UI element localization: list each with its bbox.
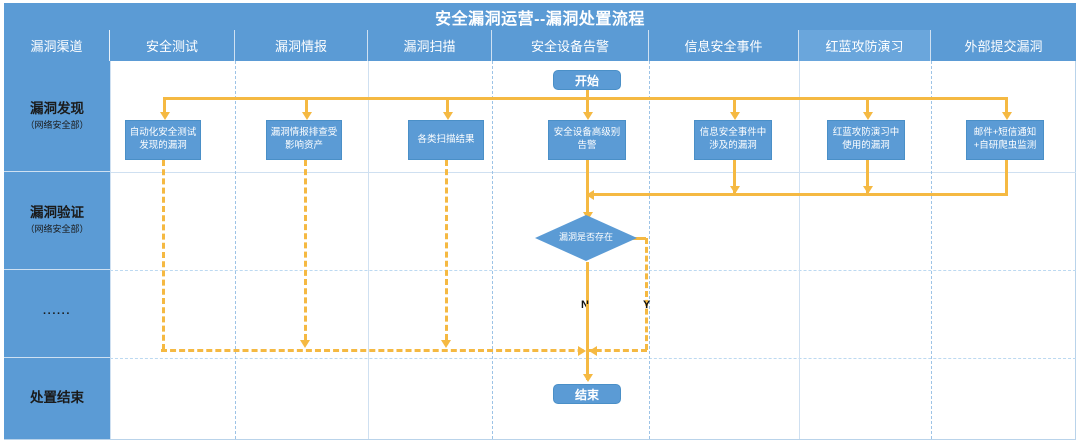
node-source-red-blue[interactable]: 红蓝攻防演习中使用的漏洞 [827, 120, 905, 160]
arrow-down-external-submit [1001, 112, 1012, 120]
column-separator-2 [368, 61, 369, 439]
lane-title: ······ [43, 307, 71, 320]
lane-separator-2 [110, 270, 1076, 271]
node-source-device-alert[interactable]: 安全设备高级别告警 [548, 120, 626, 160]
column-header-label: 漏洞渠道 [30, 39, 83, 54]
column-separator-0 [110, 61, 111, 439]
column-header-red-blue: 红蓝攻防演习 [799, 30, 931, 61]
connector-dashed-vuln-intel [303, 160, 307, 340]
connector-to-end [586, 304, 589, 380]
column-header-device-alert: 安全设备告警 [492, 30, 649, 61]
column-header-sec-test: 安全测试 [110, 30, 235, 61]
node-source-vuln-scan[interactable]: 各类扫描结果 [408, 120, 484, 160]
connector-dashed-vuln-scan [444, 160, 448, 340]
lane-title: 漏洞验证 [30, 205, 84, 221]
connector-bottom-bus [161, 349, 647, 352]
lane-title: 处置结束 [30, 390, 84, 406]
column-header-label: 漏洞情报 [274, 39, 327, 54]
column-separator-5 [799, 61, 800, 439]
connector-start-down [586, 88, 589, 100]
arrow-down-vuln-intel [301, 112, 312, 120]
column-separator-4 [649, 61, 650, 439]
node-source-infosec-event[interactable]: 信息安全事件中涉及的漏洞 [694, 120, 772, 160]
decision-label: 漏洞是否存在 [558, 232, 613, 243]
page-title: 安全漏洞运营--漏洞处置流程 [435, 10, 645, 28]
column-header-label: 外部提交漏洞 [964, 39, 1043, 54]
connector-infosec-to-merge [733, 160, 736, 195]
arrow-down-sec-test [159, 112, 170, 120]
column-header-label: 红蓝攻防演习 [825, 39, 904, 54]
connector-decision-yes-down [645, 238, 648, 350]
lane-separator-1 [110, 172, 1076, 173]
connector-drop-vuln-intel [305, 97, 308, 114]
connector-dashed-sec-test [161, 160, 165, 350]
column-separator-1 [235, 61, 236, 439]
diagram-title-bar: 安全漏洞运营--漏洞处置流程 [4, 3, 1076, 30]
column-header-label: 信息安全事件 [684, 39, 763, 54]
column-header-infosec-event: 信息安全事件 [649, 30, 799, 61]
column-header-vuln-intel: 漏洞情报 [235, 30, 368, 61]
arrow-down-dashed-vuln-intel [300, 340, 310, 348]
column-header-external-submit: 外部提交漏洞 [931, 30, 1076, 61]
arrow-down-red-blue [862, 112, 873, 120]
lane-label-discovery: 漏洞发现 （网络安全部） [4, 61, 110, 172]
connector-external-to-merge [1005, 160, 1008, 195]
connector-decision-no [586, 262, 589, 304]
arrow-down-dashed-vuln-scan [441, 340, 451, 348]
connector-drop-sec-test [163, 97, 166, 114]
arrow-down-device-alert [582, 112, 593, 120]
node-decision-vuln-exists[interactable]: 漏洞是否存在 [535, 215, 637, 261]
connector-drop-external-submit [1005, 97, 1008, 114]
column-header-label: 安全测试 [145, 39, 198, 54]
branch-label-no: N [581, 299, 589, 311]
lane-label-closure: 处置结束 [4, 358, 110, 439]
lane-title: 漏洞发现 [30, 100, 84, 116]
connector-drop-red-blue [866, 97, 869, 114]
lane-subtitle: （网络安全部） [25, 119, 89, 130]
lane-label-ellipsis: ······ [4, 270, 110, 358]
lane-separator-3 [110, 358, 1076, 359]
column-header-channel: 漏洞渠道 [4, 30, 110, 61]
column-separator-6 [931, 61, 932, 439]
arrow-down-vuln-scan [442, 112, 453, 120]
node-source-vuln-intel[interactable]: 漏洞情报排查受影响资产 [266, 120, 342, 160]
column-separator-3 [492, 61, 493, 439]
arrow-down-redblue-merge [862, 186, 873, 194]
arrow-right-bottom-bus-left [578, 345, 586, 356]
connector-distribution-bus [163, 97, 1007, 100]
node-source-external-submit[interactable]: 邮件+短信通知+自研爬虫监测 [966, 120, 1044, 160]
branch-label-yes: Y [643, 299, 651, 311]
connector-redblue-to-merge [866, 160, 869, 195]
arrow-left-merge-bus [586, 189, 594, 200]
arrow-down-infosec-event [729, 112, 740, 120]
connector-alert-to-decision [586, 160, 589, 218]
lane-label-verification: 漏洞验证 （网络安全部） [4, 172, 110, 270]
column-header-vuln-scan: 漏洞扫描 [368, 30, 492, 61]
connector-merge-bus [586, 193, 1008, 196]
connector-drop-device-alert [586, 97, 589, 114]
node-start[interactable]: 开始 [553, 70, 621, 90]
column-header-label: 漏洞扫描 [403, 39, 456, 54]
node-end[interactable]: 结束 [553, 384, 621, 404]
connector-drop-infosec-event [733, 97, 736, 114]
arrow-down-end [582, 374, 593, 382]
column-header-label: 安全设备告警 [530, 39, 609, 54]
lane-subtitle: （网络安全部） [25, 224, 89, 235]
arrow-left-bottom-bus-right [589, 345, 597, 356]
node-source-sec-test[interactable]: 自动化安全测试发现的漏洞 [125, 120, 201, 160]
arrow-down-infosec-merge [729, 186, 740, 194]
connector-drop-vuln-scan [446, 97, 449, 114]
